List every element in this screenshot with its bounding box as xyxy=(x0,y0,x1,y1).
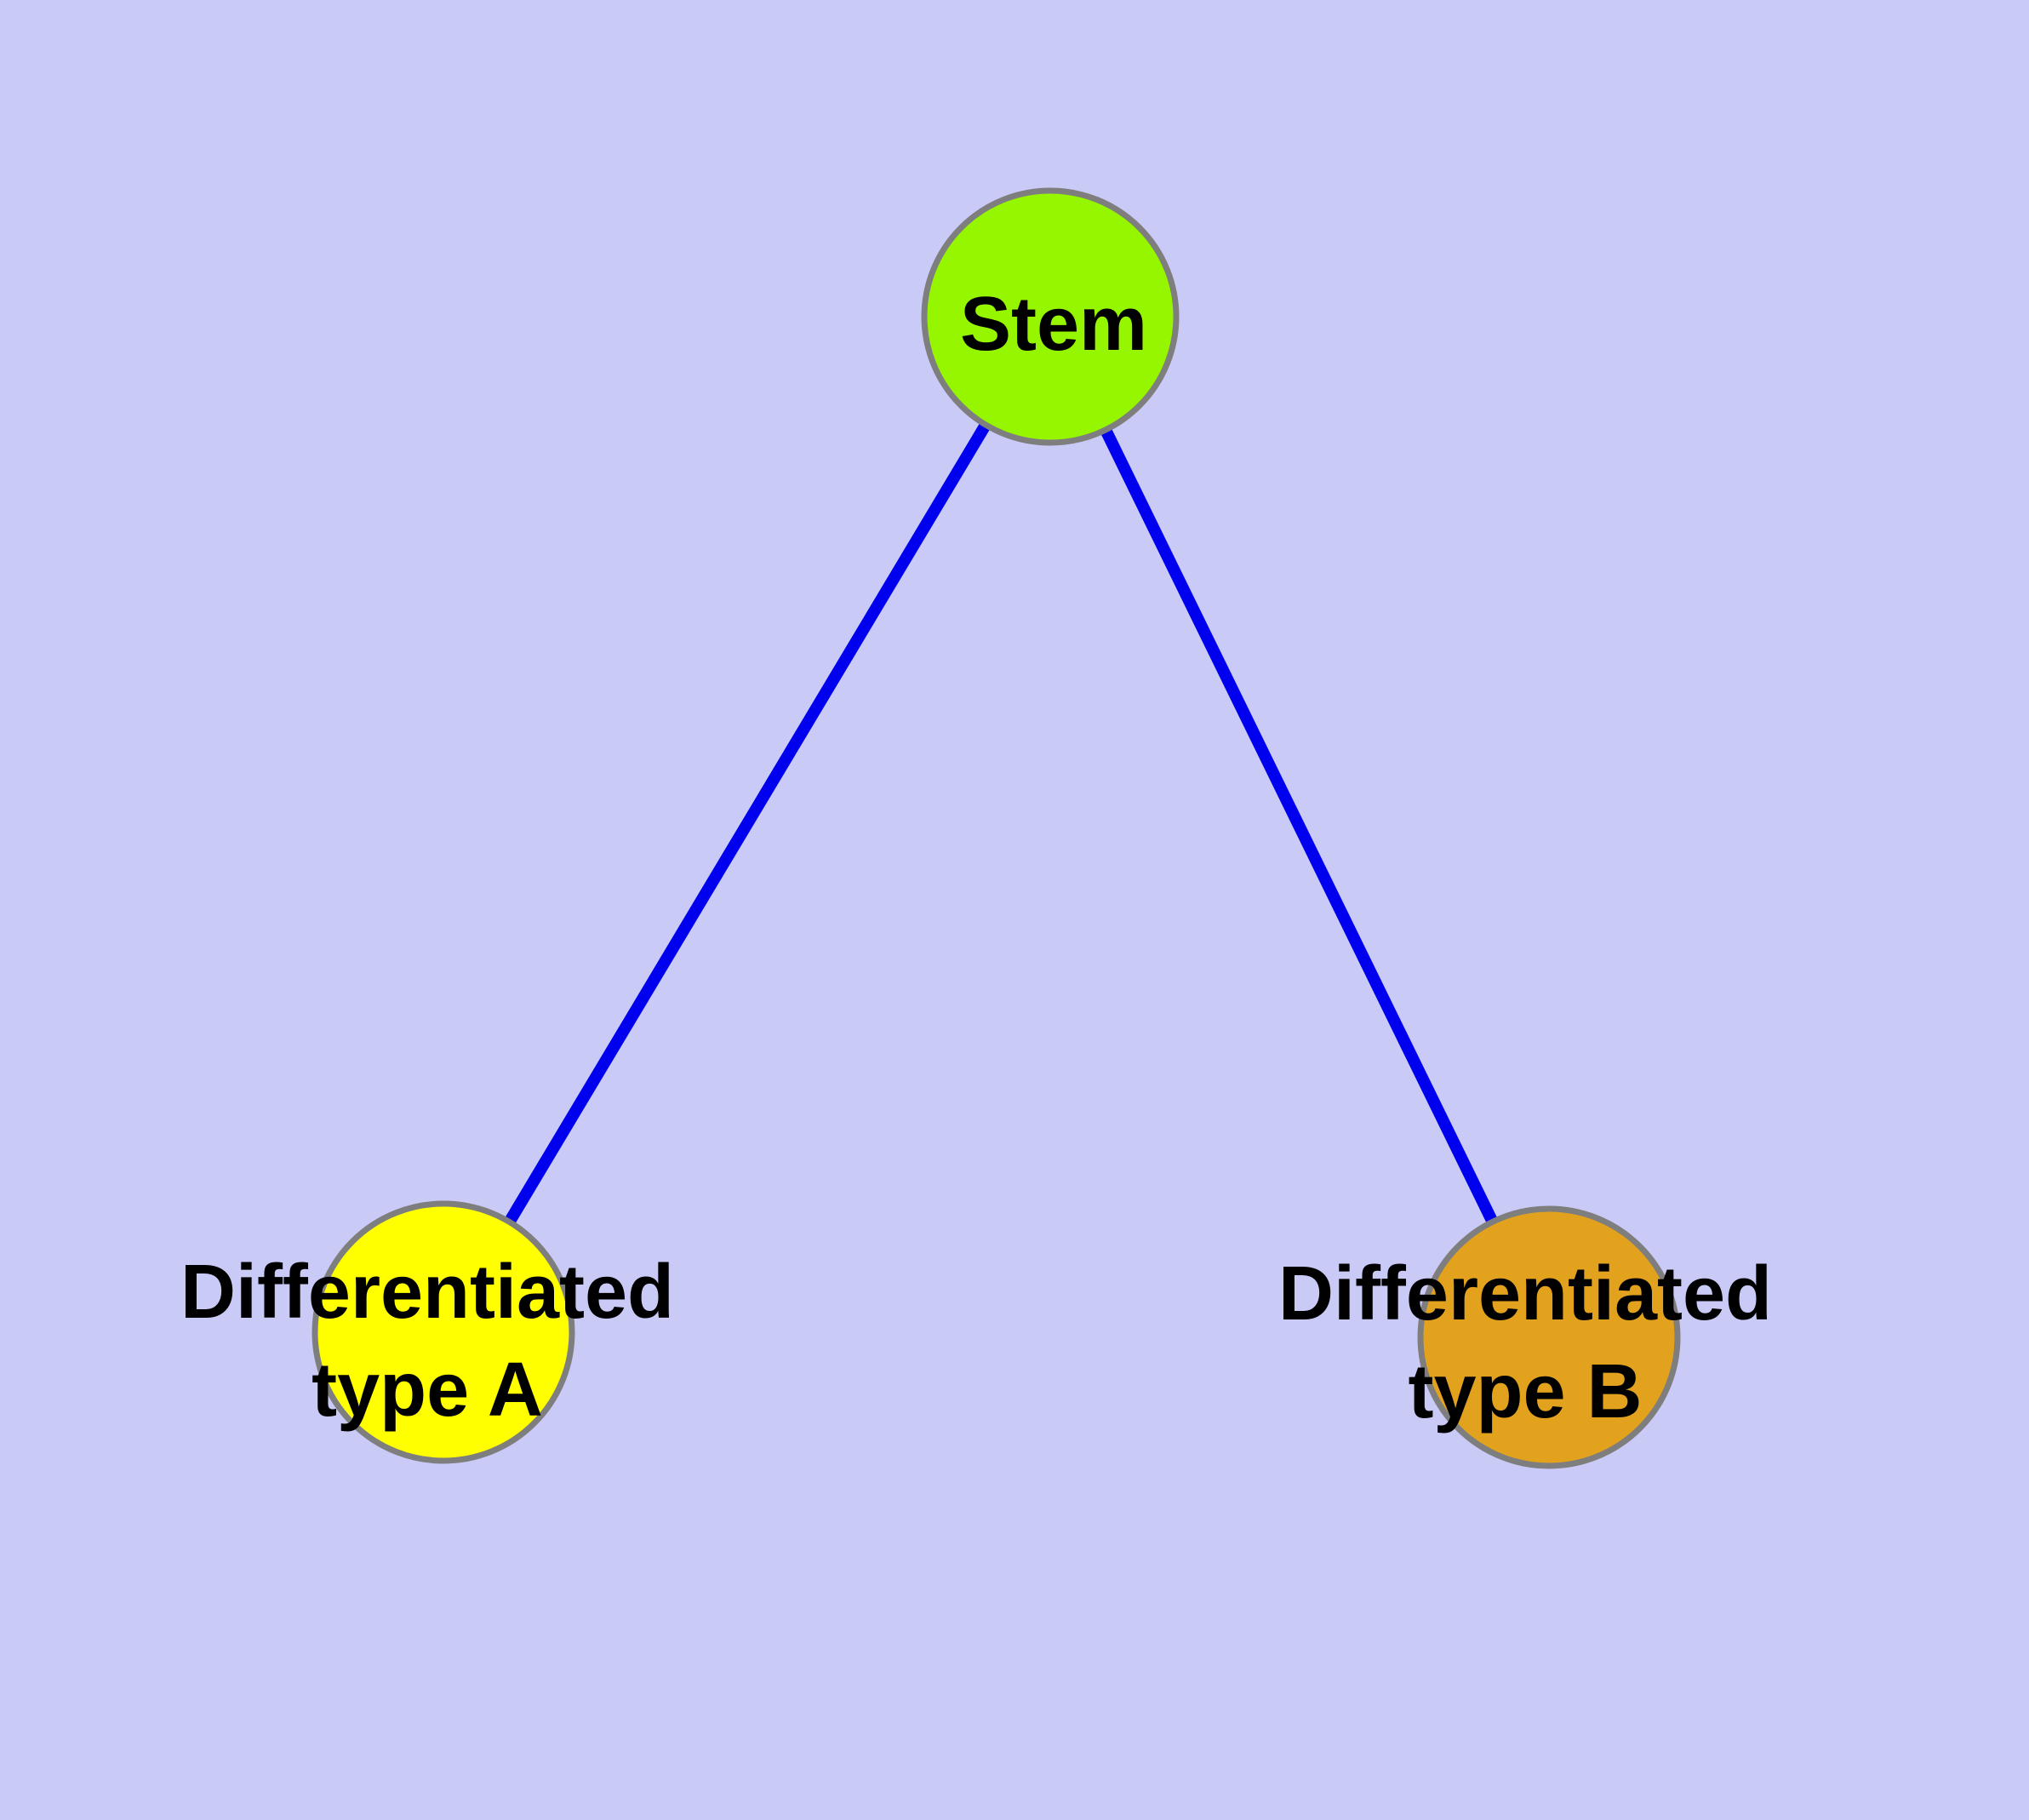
node-stem xyxy=(921,187,1180,446)
node-label-differentiated-type-b: Differentiated type B xyxy=(1278,1251,1772,1434)
node-label-line: Stem xyxy=(960,282,1147,367)
node-differentiated-type-b xyxy=(1417,1205,1681,1469)
edge-stem-to-differentiated-type-b xyxy=(1044,313,1555,1341)
node-label-differentiated-type-a: Differentiated type A xyxy=(180,1250,674,1433)
node-differentiated-type-a xyxy=(311,1200,575,1464)
edge-stem-to-differentiated-type-a xyxy=(437,313,1056,1336)
node-label-line: Differentiated xyxy=(180,1250,674,1335)
node-label-line: type B xyxy=(1408,1349,1642,1434)
nodes-layer xyxy=(311,187,1681,1469)
node-label-line: type A xyxy=(311,1348,543,1433)
node-label-line: Differentiated xyxy=(1278,1251,1772,1336)
edges-layer xyxy=(437,313,1555,1341)
node-label-stem: Stem xyxy=(960,282,1147,367)
